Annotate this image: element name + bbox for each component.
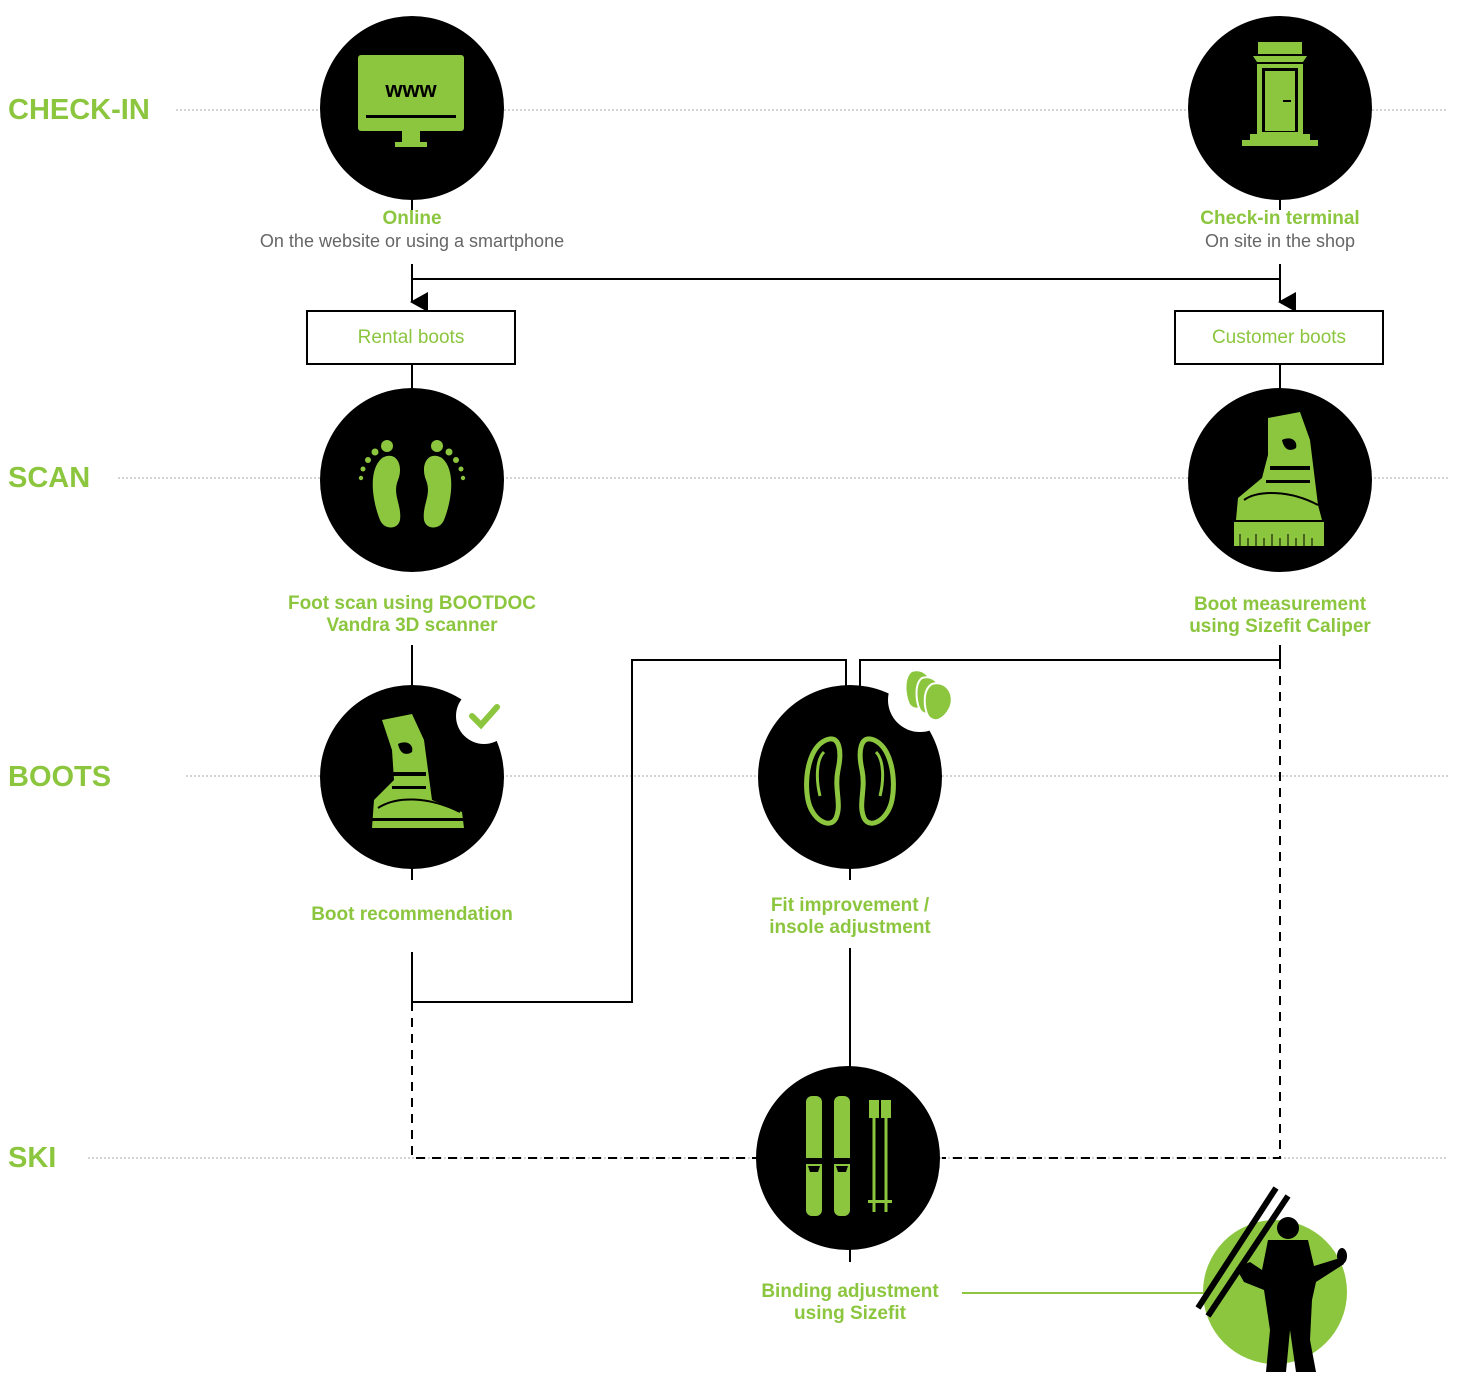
foot-scan-title-line1: Foot scan using BOOTDOC	[287, 593, 537, 614]
ski-boot-icon	[372, 714, 464, 828]
online-subtitle: On the website or using a smartphone	[259, 231, 565, 251]
boot-measure-title-line2: using Sizefit Caliper	[1189, 616, 1371, 637]
monitor-screen-text: www	[384, 77, 437, 102]
online-title: Online	[382, 208, 442, 229]
monitor-www-icon: www	[358, 55, 464, 147]
dashed-connectors	[411, 660, 1281, 1159]
circle-foot-scan	[320, 388, 504, 572]
fit-improve-title: Fit improvement / insole adjustment	[769, 895, 931, 939]
ski-boot-caliper-icon	[1234, 412, 1324, 546]
customer-boots-box: Customer boots	[1174, 310, 1384, 365]
connector-reco-to-fit	[411, 659, 847, 1003]
binding-title-line1: Binding adjustment	[761, 1281, 939, 1302]
stage-label-scan: SCAN	[8, 462, 91, 494]
terminal-subtitle: On site in the shop	[1204, 231, 1356, 251]
boot-measure-title-line1: Boot measurement	[1193, 594, 1367, 615]
rental-boots-box: Rental boots	[306, 310, 516, 365]
foot-scan-title-line2: Vandra 3D scanner	[326, 615, 498, 636]
checkmark-badge-icon	[456, 688, 512, 744]
skis-and-poles-icon	[804, 1096, 892, 1216]
insole-stack-badge-icon	[888, 668, 953, 732]
terminal-title: Check-in terminal	[1200, 208, 1360, 229]
stage-label-boots: BOOTS	[8, 761, 112, 793]
dashed-measure-to-binding	[942, 660, 1281, 1159]
binding-title-line2: using Sizefit	[794, 1303, 906, 1324]
footprints-icon	[358, 440, 466, 528]
boot-reco-title: Boot recommendation	[311, 904, 513, 925]
connectors	[410, 200, 1296, 1294]
stage-label-ski: SKI	[8, 1142, 57, 1174]
boot-measure-title: Boot measurement using Sizefit Caliper	[1189, 594, 1371, 638]
fit-improve-title-line1: Fit improvement /	[770, 895, 930, 916]
skier-silhouette-icon	[1195, 1186, 1347, 1372]
circle-fit-improve	[758, 685, 942, 869]
stage-label-checkin: CHECK-IN	[8, 94, 150, 126]
insoles-icon	[804, 736, 896, 826]
check-in-terminal-icon	[1242, 42, 1318, 146]
dashed-reco-to-binding	[411, 1002, 758, 1159]
binding-title: Binding adjustment using Sizefit	[761, 1281, 938, 1325]
connector-measure-to-fit	[859, 645, 1281, 690]
fit-improve-title-line2: insole adjustment	[769, 917, 931, 938]
foot-scan-title: Foot scan using BOOTDOC Vandra 3D scanne…	[288, 593, 536, 637]
